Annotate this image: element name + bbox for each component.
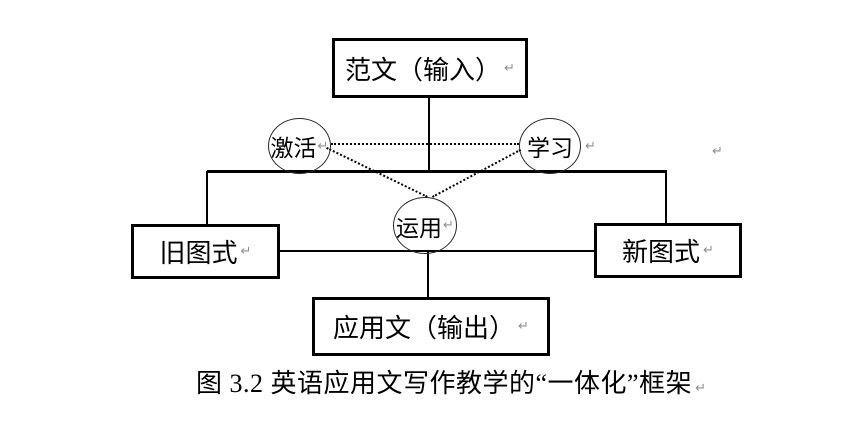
activate-learn-dotted-line: [331, 143, 519, 145]
activate-node: 激活↵: [268, 118, 331, 174]
figure-caption: 图 3.2 英语应用文写作教学的“一体化”框架↵: [196, 363, 707, 400]
apply-node: 运用↵: [393, 197, 457, 254]
pilcrow-icon: ↵: [240, 244, 252, 259]
trunk-horizontal-line: [207, 170, 667, 173]
new-schema-node-label: 新图式: [622, 238, 701, 267]
learn-apply-dotted-line: [432, 148, 522, 198]
old-schema-node: 旧图式↵: [131, 224, 280, 279]
output-node: 应用文（输出）↵: [312, 297, 550, 356]
new-schema-node: 新图式↵: [594, 223, 742, 278]
activate-node-label: 激活: [270, 136, 317, 161]
pilcrow-icon: ↵: [443, 218, 454, 233]
pilcrow-icon: ↵: [504, 60, 515, 76]
pilcrow-icon: ↵: [518, 319, 529, 334]
left-branch-connector-line: [206, 171, 208, 225]
apply-node-label: 运用: [396, 215, 443, 241]
pilcrow-icon: ↵: [317, 138, 329, 154]
output-node-label: 应用文（输出）: [333, 314, 516, 343]
pilcrow-icon: ↵: [585, 139, 596, 154]
input-down-connector-line: [428, 97, 430, 172]
pilcrow-icon: ↵: [703, 243, 714, 258]
old-schema-node-label: 旧图式: [159, 239, 238, 268]
input-node-label: 范文（输入）: [345, 55, 502, 85]
right-branch-connector-line: [665, 171, 667, 224]
output-down-connector-line: [427, 251, 429, 297]
learn-node: 学习: [519, 118, 581, 174]
pilcrow-icon: ↵: [712, 144, 723, 159]
pilcrow-icon: ↵: [695, 381, 707, 396]
learn-node-label: 学习: [527, 136, 573, 161]
input-node: 范文（输入）↵: [332, 38, 528, 98]
figure-caption-text: 图 3.2 英语应用文写作教学的“一体化”框架: [196, 369, 693, 398]
